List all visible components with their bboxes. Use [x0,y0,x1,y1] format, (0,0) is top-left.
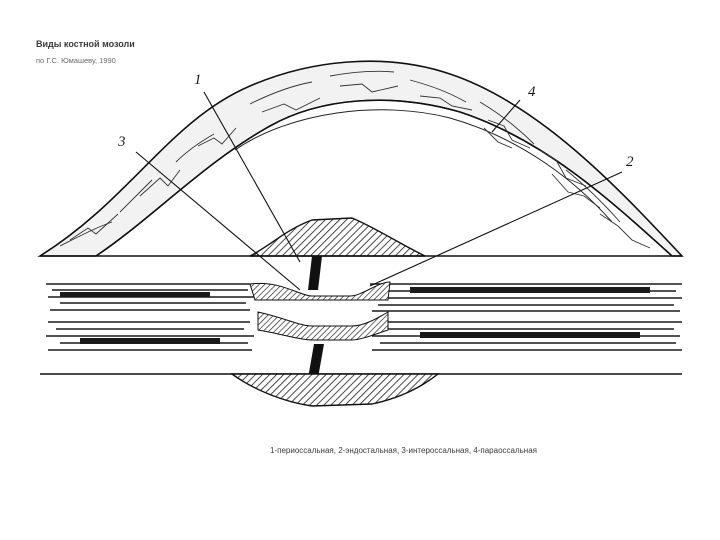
bone-shaft [40,256,682,374]
legend-text: 1-периоссальная, 2-эндостальная, 3-интер… [270,446,537,455]
fracture-line-lower [308,344,324,378]
leader-line-3 [136,152,300,290]
label-2: 2 [626,154,634,170]
endosteal-callus-center [258,312,388,340]
periosteal-callus-bottom [232,374,438,406]
diagram-title: Виды костной мозоли [36,39,135,49]
label-3: 3 [117,134,126,150]
diagram-subtitle: по Г.С. Юмашеву, 1990 [36,56,116,65]
periosteal-callus-top [250,218,425,256]
fracture-line-upper [308,256,322,290]
label-1: 1 [194,72,202,88]
leader-line-2 [370,172,622,286]
label-4: 4 [528,84,536,100]
intermediary-callus-upper [250,282,390,300]
